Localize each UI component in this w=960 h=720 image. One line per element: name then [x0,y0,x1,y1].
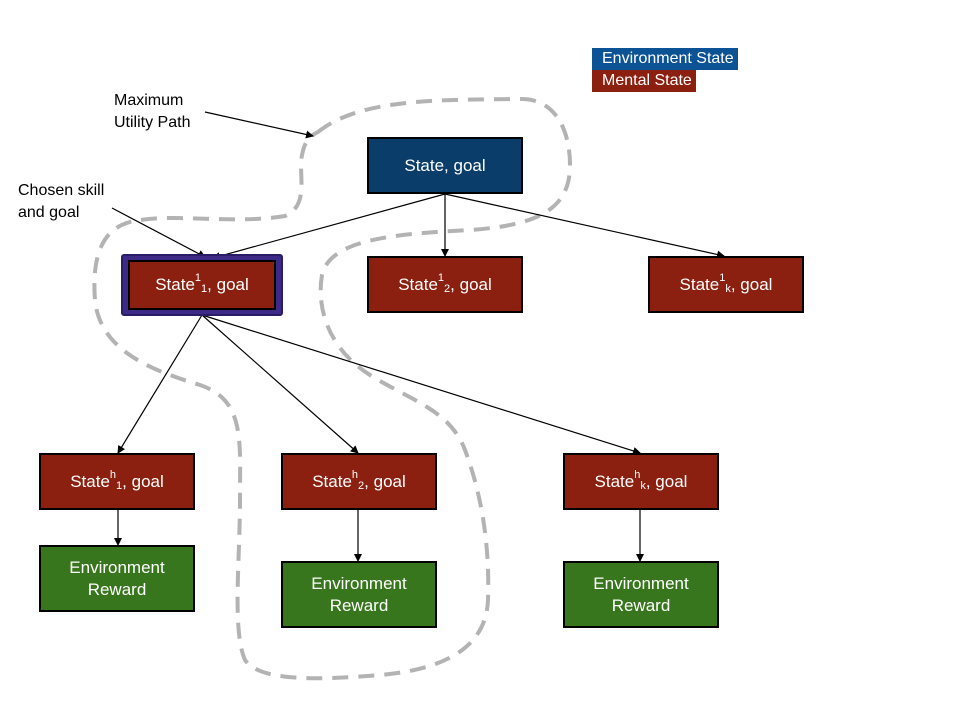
state-1-k-tail: , goal [730,274,773,294]
reward-2-line2: Reward [329,595,389,615]
reward-1-line1: Environment [69,557,165,577]
reward-k-line2: Reward [611,595,671,615]
state-1-k-base: State [679,274,720,294]
edge-chosen-to-levelh-1 [117,314,203,454]
reward-1-line2: Reward [87,579,147,599]
chosen-skill-pointer [111,207,206,258]
chosen-skill-label-line1: Chosen skill [18,182,105,199]
max-utility-label: Maximum Utility Path [114,90,190,134]
reward-k-node: Environment Reward [563,561,719,628]
state-1-1-tail: , goal [207,275,249,294]
max-utility-label-line2: Utility Path [114,114,191,131]
state-h-2-base: State [312,471,352,491]
state-h-k-base: State [594,471,635,491]
root-state-node: State, goal [367,137,523,194]
max-utility-pointer [204,111,314,139]
max-utility-label-line1: Maximum [114,92,184,109]
edge-root-to-level1-1 [212,193,446,260]
reward-k-line1: Environment [593,573,689,593]
edge-chosen-to-levelh-2 [201,314,359,454]
legend-mental-state: Mental State [592,70,696,92]
edge-chosen-to-levelh-k [201,314,641,455]
legend-environment-state: Environment State [592,48,738,70]
reward-2-line1: Environment [311,573,407,593]
state-1-1-base: State [155,275,195,294]
max-utility-path-outline [92,96,573,681]
chosen-skill-label: Chosen skill and goal [18,180,104,224]
state-1-2-tail: , goal [450,274,492,294]
reward-2-node: Environment Reward [281,561,437,628]
reward-1-node: Environment Reward [39,545,195,612]
root-state-label: State, goal [404,155,486,175]
state-1-2-base: State [398,274,438,294]
state-h-1-base: State [70,471,110,491]
state-h-2-tail: , goal [364,471,406,491]
state-h-k-tail: , goal [645,471,688,491]
edge-root-to-level1-k [444,193,725,259]
chosen-skill-label-line2: and goal [18,204,80,221]
state-h-1-tail: , goal [122,471,164,491]
